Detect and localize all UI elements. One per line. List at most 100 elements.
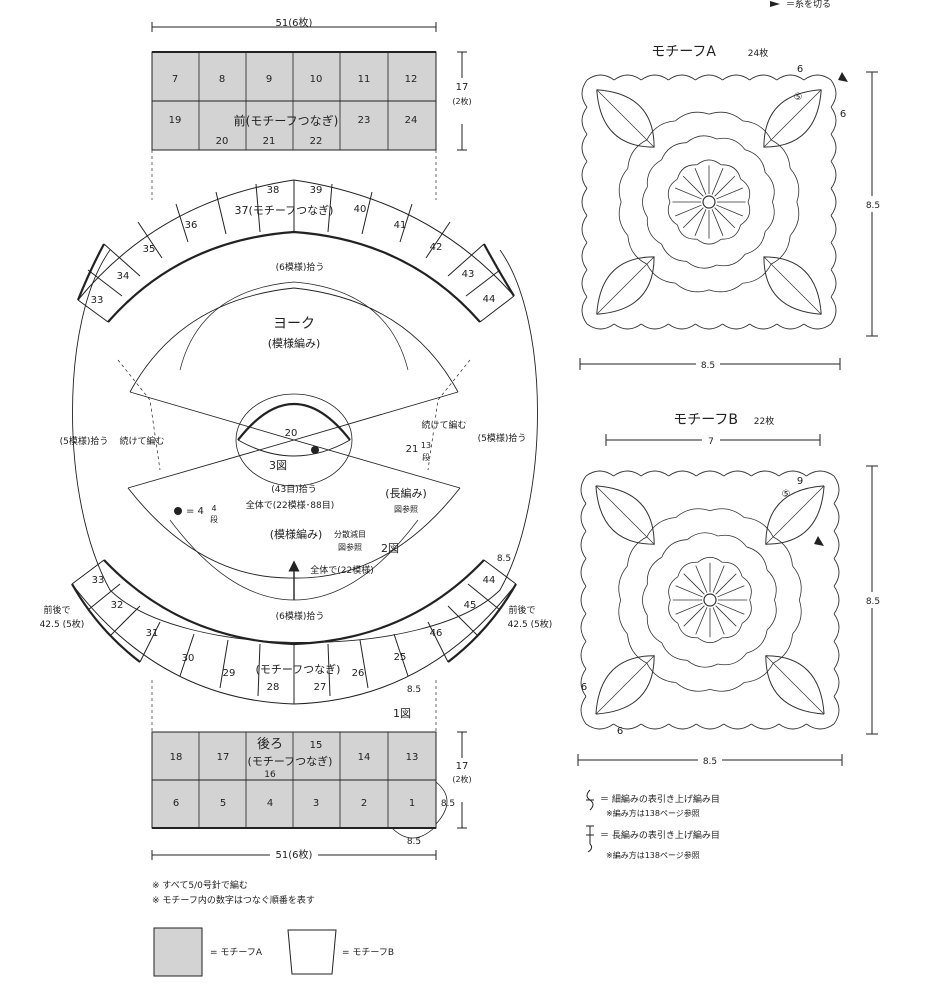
symbol-dc-label: ＝ 長編みの表引き上げ編み目 <box>600 829 720 841</box>
yoke-top-title: 37(モチーフつなぎ) <box>235 203 334 217</box>
stitch-loop <box>778 470 807 477</box>
stitch-loop <box>580 696 587 725</box>
motif-a-chart: モチーフA 24枚 6 6 ⑤ 8.5 8.5 <box>579 44 882 371</box>
radial-stitch <box>695 565 708 593</box>
motif-cell: 28 <box>267 682 280 693</box>
chain-ring <box>646 120 676 141</box>
motif-b-swatch <box>287 929 337 975</box>
symbol-sc-label: ＝ 細編みの表引き上げ編み目 <box>600 793 720 805</box>
stitch-loop <box>668 323 696 330</box>
radial-stitch <box>714 207 736 229</box>
chain-ring <box>770 139 791 169</box>
motif-cell: 40 <box>354 204 367 215</box>
stitch-loop <box>830 242 837 271</box>
motif-cell: 9 <box>266 74 272 85</box>
motif-a-round-6: 6 <box>840 109 846 120</box>
motif-cell: 35 <box>143 244 156 255</box>
motif-cell: 34 <box>117 271 130 282</box>
chain-ring <box>764 172 775 203</box>
motif-cell: 13 <box>406 752 419 763</box>
pick-43-note: (43目)拾う <box>271 483 316 495</box>
neck-dot-marker <box>311 446 319 454</box>
chain-ring <box>742 263 772 284</box>
cut-yarn-icon <box>814 536 824 546</box>
stitch-loop <box>695 470 725 477</box>
motif-cell: 11 <box>358 74 371 85</box>
motif-cell: 3 <box>313 798 319 809</box>
chain-ring <box>675 508 711 518</box>
motif-a-legend-label: = モチーフA <box>210 947 263 958</box>
stitch-loop <box>695 723 725 730</box>
left-continue-note: 続けて編む <box>119 435 164 447</box>
chain-ring <box>709 508 745 518</box>
chain-ring <box>722 561 743 577</box>
motif-cell: 33 <box>92 575 105 586</box>
stitch-loop <box>580 641 587 670</box>
pick-top-note: (6模様)拾う <box>276 261 325 273</box>
stitch-loop <box>581 269 588 298</box>
motif-cell: 12 <box>405 74 418 85</box>
chain-ring <box>627 634 648 664</box>
stitch-loop <box>830 269 837 298</box>
figure-2-label: 2図 <box>381 542 399 555</box>
stitch-loop <box>581 106 588 135</box>
chain-ring <box>668 599 679 624</box>
right-pick-note: (5模様)拾う <box>478 432 527 444</box>
stitch-loop <box>776 74 805 81</box>
motif-cell: 45 <box>464 600 477 611</box>
stitch-loop <box>695 323 723 330</box>
stitch-loop <box>580 530 587 559</box>
motif-cell: 19 <box>169 115 182 126</box>
stitch-loop <box>830 133 837 162</box>
legend-dot-marker <box>174 507 182 515</box>
chain-ring <box>677 623 698 639</box>
sc-front-post-icon <box>586 789 594 811</box>
symbol-key: ＝ 細編みの表引き上げ編み目 ※編み方は138ページ参照 ＝ 長編みの表引き上げ… <box>586 789 720 860</box>
stitch-loop <box>778 723 807 730</box>
dimension-8-5: 8.5 <box>407 685 421 695</box>
stitch-loop <box>668 74 696 81</box>
chain-ring <box>646 159 662 187</box>
chain-ring <box>677 224 697 240</box>
row-21-sub-unit: 段 <box>422 452 430 462</box>
chain-ring <box>716 253 746 267</box>
dc-front-post-icon <box>586 825 594 853</box>
chain-ring <box>789 168 800 203</box>
motif-b-stitch-pattern <box>580 470 840 730</box>
motif-cell: 17 <box>217 752 230 763</box>
motif-a-height-label: 8.5 <box>866 201 880 211</box>
yoke-subtitle: (模様編み) <box>268 336 321 350</box>
motif-cell: 30 <box>182 653 195 664</box>
motif-cell: 27 <box>314 682 327 693</box>
chain-ring <box>661 642 688 661</box>
motif-cell: 2 <box>361 798 367 809</box>
chain-ring <box>686 659 718 668</box>
radial-stitch <box>682 175 704 197</box>
figure-3-label: 3図 <box>269 459 287 472</box>
total-22-88-note: 全体で(22模様･88目) <box>246 499 334 511</box>
yoke-labels: 38 39 37(モチーフつなぎ) 40 36 41 35 34 33 42 4… <box>40 185 553 720</box>
dimension-8-5: 8.5 <box>407 837 421 847</box>
chain-ring <box>741 599 752 624</box>
motif-cell: 44 <box>483 294 496 305</box>
chain-ring <box>740 201 751 226</box>
motif-cell: 20 <box>216 136 229 147</box>
chain-ring <box>642 186 648 218</box>
stitch-loop <box>830 106 837 135</box>
back-width-label: 51(6枚) <box>276 848 313 861</box>
radial-stitch <box>712 565 725 593</box>
symbol-sc-ref: ※編み方は138ページ参照 <box>606 808 700 818</box>
motif-a-width-label: 8.5 <box>701 361 715 371</box>
chain-ring <box>618 168 629 203</box>
chain-ring <box>708 111 743 122</box>
motif-cell: 14 <box>358 752 371 763</box>
motif-cell: 44 <box>483 575 496 586</box>
chain-ring <box>646 662 676 683</box>
chain-ring <box>677 561 698 577</box>
stitch-loop <box>613 74 642 81</box>
corner-petal-spine <box>763 256 822 315</box>
stitch-loop <box>776 323 805 330</box>
chain-ring <box>722 623 743 639</box>
chain-ring <box>675 682 711 692</box>
motif-b-round-9: 9 <box>797 476 803 487</box>
